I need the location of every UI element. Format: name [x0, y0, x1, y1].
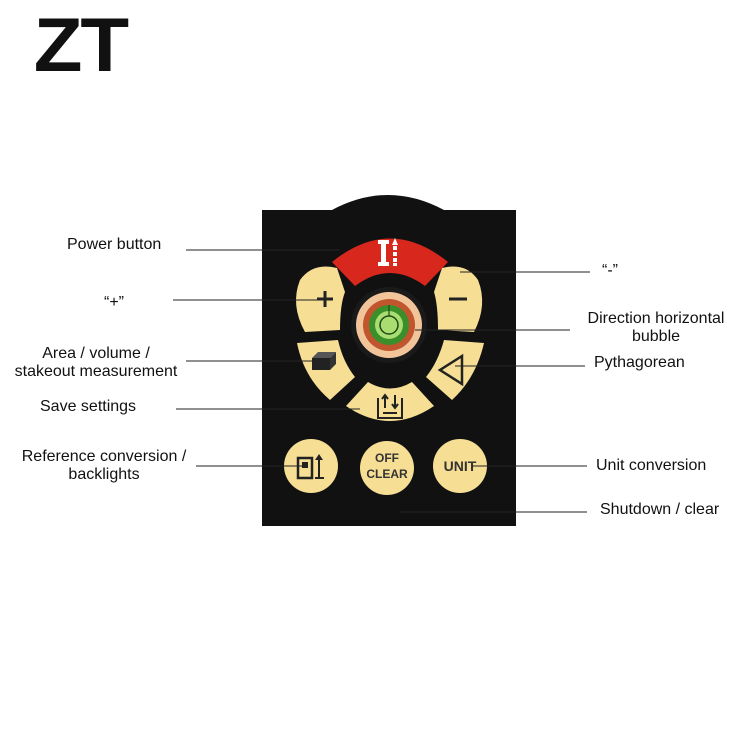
save-key [346, 382, 434, 421]
label-area-line1: Area / volume / [42, 345, 150, 362]
label-bubble-line2: bubble [631, 328, 681, 345]
label-reference: Reference conversion / backlights [8, 448, 200, 484]
level-bubble-icon [351, 287, 427, 363]
leader-lines [173, 249, 590, 513]
label-unit: Unit conversion [596, 457, 707, 474]
label-plus: “+” [104, 294, 124, 311]
brand-logo: ZT [33, 3, 129, 88]
label-area: Area / volume / stakeout measurement [3, 345, 189, 381]
label-bubble-line1: Direction horizontal [587, 310, 725, 327]
label-shutdown: Shutdown / clear [600, 501, 720, 518]
power-key [332, 238, 448, 286]
unit-key-label: UNIT [444, 458, 477, 474]
cube-icon [312, 352, 336, 370]
off-clear-key [360, 441, 414, 495]
label-save: Save settings [40, 398, 137, 415]
label-pythagorean: Pythagorean [594, 354, 685, 371]
triangle-icon [437, 353, 464, 387]
power-icon [378, 238, 398, 266]
off-clear-line2: CLEAR [366, 467, 408, 481]
pythagorean-key [426, 340, 484, 400]
off-clear-line1: OFF [375, 451, 399, 465]
label-reference-line2: backlights [68, 466, 140, 483]
save-icon [377, 393, 403, 419]
label-area-line2: stakeout measurement [14, 363, 178, 380]
label-power: Power button [67, 236, 162, 253]
reference-icon [296, 454, 324, 480]
label-reference-line1: Reference conversion / [21, 448, 187, 465]
plus-icon [317, 291, 333, 307]
label-minus: “-” [602, 262, 618, 279]
label-bubble: Direction horizontal bubble [578, 310, 734, 346]
unit-key [433, 439, 487, 493]
